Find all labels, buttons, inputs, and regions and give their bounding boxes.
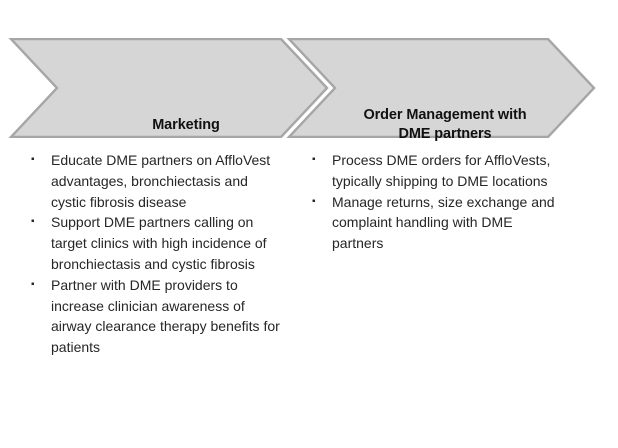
square-bullet-icon: ▪ [31,278,35,290]
square-bullet-icon: ▪ [31,216,35,228]
bullet-column-step-1: ▪ Educate DME partners on AffloVest adva… [30,150,282,358]
square-bullet-icon: ▪ [312,154,316,165]
chevron-band: Marketing Order Management with DME part… [0,38,618,142]
square-bullet-icon: ▪ [312,195,316,207]
square-bullet-icon: ▪ [31,154,35,165]
list-item-text: Process DME orders for AffloVests, typic… [332,152,551,189]
list-item: ▪ Educate DME partners on AffloVest adva… [30,150,282,212]
bullet-list-step-2: ▪ Process DME orders for AffloVests, typ… [311,150,561,254]
list-item: ▪ Partner with DME providers to increase… [30,275,282,358]
list-item: ▪ Process DME orders for AffloVests, typ… [311,150,561,192]
list-item-text: Manage returns, size exchange and compla… [332,193,555,252]
bullet-columns: ▪ Educate DME partners on AffloVest adva… [0,150,618,448]
bullet-list-step-1: ▪ Educate DME partners on AffloVest adva… [30,150,282,358]
list-item-text: Partner with DME providers to increase c… [51,276,280,356]
chevron-shape-step-2[interactable] [286,38,596,138]
list-item: ▪ Manage returns, size exchange and comp… [311,192,561,254]
chevron-title-step-2: Order Management with DME partners [363,107,527,142]
list-item: ▪ Support DME partners calling on target… [30,212,282,274]
list-item-text: Educate DME partners on AffloVest advant… [51,152,271,210]
list-item-text: Support DME partners calling on target c… [51,214,267,272]
chevron-shape-step-1[interactable] [8,38,329,138]
chevron-title-step-1: Marketing [152,117,220,133]
chevron-shapes [8,38,596,138]
bullet-column-step-2: ▪ Process DME orders for AffloVests, typ… [311,150,561,254]
